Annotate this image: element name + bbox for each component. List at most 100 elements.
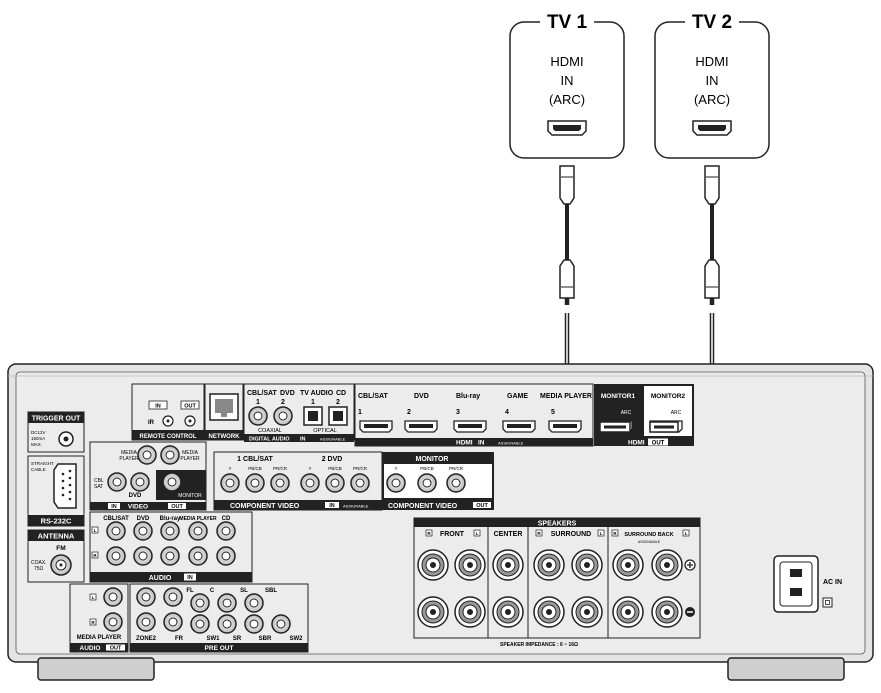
surround-r-plus[interactable] bbox=[533, 549, 565, 581]
hdmi-in-2[interactable]: DVD 2 bbox=[404, 393, 438, 433]
rs232-port[interactable] bbox=[53, 463, 77, 509]
preout-sw2-label: SW2 bbox=[289, 636, 303, 642]
monitor2-arc-label: ARC bbox=[671, 410, 682, 416]
component-in2-label: 2 DVD bbox=[322, 456, 343, 463]
tv2-box: TV 2 HDMI IN (ARC) bbox=[654, 10, 770, 159]
audio-in-l-label: L bbox=[94, 528, 97, 533]
minus-polarity-icon bbox=[685, 607, 695, 617]
coaxial-label: COAXIAL bbox=[258, 428, 282, 434]
sback-l-minus[interactable] bbox=[651, 596, 683, 628]
cable-plug-monitor1 bbox=[599, 421, 631, 433]
right-foot bbox=[727, 657, 845, 681]
hdmi-in-3[interactable]: Blu-ray 3 bbox=[453, 393, 487, 433]
video-label: VIDEO bbox=[128, 504, 148, 511]
front-r-plus[interactable] bbox=[417, 549, 449, 581]
rs232c-label: RS-232C bbox=[41, 517, 72, 526]
component-video-in-section: 1 CBL/SAT 2 DVD Y PB/CB PR/CR Y PB/CB PR… bbox=[213, 451, 383, 511]
video-cbl-label: CBL bbox=[94, 478, 104, 484]
surround-l-plus[interactable] bbox=[571, 549, 603, 581]
preout-c-label: C bbox=[210, 588, 215, 594]
digital-assignable-label: ASSIGNABLE bbox=[320, 437, 346, 442]
comp-pb1-label: PB/CB bbox=[248, 466, 262, 471]
coax-label: COAX. bbox=[31, 560, 47, 566]
network-label: NETWORK bbox=[209, 434, 241, 440]
monitor1-arc-label: ARC bbox=[621, 410, 632, 416]
ac-in-section: AC IN bbox=[773, 555, 842, 613]
tv2-hdmi-port-icon bbox=[692, 120, 732, 136]
hdmi-in-2-num: 2 bbox=[407, 409, 411, 416]
speakers-label: SPEAKERS bbox=[538, 521, 577, 528]
audio-in-col-2: DVD bbox=[137, 516, 150, 522]
video-player2-label: PLAYER bbox=[180, 456, 200, 462]
sback-r-minus[interactable] bbox=[612, 596, 644, 628]
front-r-minus[interactable] bbox=[417, 596, 449, 628]
audio-out-media-label: MEDIA PLAYER bbox=[77, 635, 122, 641]
preout-sr-label: SR bbox=[233, 636, 242, 642]
speaker-impedance-label: SPEAKER IMPEDANCE : 6 ~ 16Ω bbox=[500, 642, 578, 648]
ac-in-label: AC IN bbox=[823, 579, 842, 586]
video-sat-label: SAT bbox=[94, 484, 103, 490]
hdmi-in-label: HDMI bbox=[456, 440, 473, 447]
center-plus[interactable] bbox=[492, 549, 524, 581]
trigger-out-label: TRIGGER OUT bbox=[32, 416, 81, 423]
hdmi-in-4[interactable]: GAME 4 bbox=[502, 393, 536, 433]
surround-r-minus[interactable] bbox=[533, 596, 565, 628]
video-media-label: MEDIA bbox=[121, 450, 138, 456]
preout-sbl-label: SBL bbox=[265, 588, 277, 594]
hdmi-out-section: MONITOR1 MONITOR2 ARC ARC HDMI OUT bbox=[594, 384, 694, 447]
preout-fl-label: FL bbox=[186, 588, 194, 594]
sback-r-plus[interactable] bbox=[612, 549, 644, 581]
remote-control-label: REMOTE CONTROL bbox=[140, 434, 197, 440]
sback-assignable-label: ASSIGNABLE bbox=[638, 540, 661, 544]
component-out-tag: OUT bbox=[476, 503, 488, 509]
hdmi-in-3-num: 3 bbox=[456, 409, 460, 416]
trigger-spec-3: MAX. bbox=[31, 442, 42, 447]
tv2-hdmi-label: HDMI bbox=[695, 54, 728, 69]
tv1-hdmi-label: HDMI bbox=[550, 54, 583, 69]
audio-in-col-3: Blu-ray bbox=[160, 516, 181, 522]
hdmi-in-1-num: 1 bbox=[358, 409, 362, 416]
center-minus[interactable] bbox=[492, 596, 524, 628]
hdmi-assignable-label: ASSIGNABLE bbox=[498, 441, 524, 446]
audio-out-r-label: R bbox=[91, 620, 95, 625]
hdmi-in-3-name: Blu-ray bbox=[456, 393, 480, 400]
plus-polarity-icon bbox=[684, 559, 696, 571]
ir-label: IR bbox=[148, 420, 155, 426]
surround-r-label: R bbox=[537, 531, 541, 536]
monitor1-label: MONITOR1 bbox=[601, 393, 636, 400]
front-l-minus[interactable] bbox=[454, 596, 486, 628]
component-in-tag: IN bbox=[329, 503, 335, 509]
component-video-out-section: MONITOR Y PB/CB PR/CR COMPONENT VIDEO OU… bbox=[382, 452, 494, 510]
hdmi-in-2-name: DVD bbox=[414, 393, 429, 400]
audio-out-section: L R MEDIA PLAYER AUDIO OUT bbox=[69, 583, 129, 653]
sback-l-plus[interactable] bbox=[651, 549, 683, 581]
comp-pb2-label: PB/CB bbox=[328, 466, 342, 471]
component-monitor-label: MONITOR bbox=[416, 456, 449, 463]
video-monitor-label: MONITOR bbox=[178, 493, 202, 499]
audio-out-label: AUDIO bbox=[80, 645, 101, 652]
preout-sw1-label: SW1 bbox=[206, 636, 220, 642]
tv1-in-label: IN bbox=[561, 73, 574, 88]
front-l-plus[interactable] bbox=[454, 549, 486, 581]
component-video-in-label: COMPONENT VIDEO bbox=[230, 503, 300, 510]
ac-inlet[interactable] bbox=[773, 555, 819, 613]
hdmi-in-5[interactable]: MEDIA PLAYER 5 bbox=[540, 393, 592, 433]
audio-in-col-5: CD bbox=[222, 516, 231, 522]
comp-y3-label: Y bbox=[394, 466, 397, 471]
network-section: NETWORK bbox=[204, 383, 244, 441]
audio-in-jacks bbox=[106, 521, 236, 566]
tv1-title: TV 1 bbox=[547, 12, 588, 33]
optical1-num: 1 bbox=[311, 399, 315, 406]
hdmi-in-1[interactable]: CBL/SAT 1 bbox=[358, 393, 393, 433]
surround-l-minus[interactable] bbox=[571, 596, 603, 628]
hdmi-out-label: HDMI bbox=[628, 440, 645, 447]
antenna-section: ANTENNA FM COAX. 75Ω bbox=[27, 529, 85, 583]
hdmi-in-1-name: CBL/SAT bbox=[358, 393, 389, 400]
ohm-label: 75Ω bbox=[34, 566, 44, 572]
sback-r-label: R bbox=[613, 531, 617, 536]
preout-sl-label: SL bbox=[240, 588, 248, 594]
digital-cd-label: CD bbox=[336, 390, 346, 397]
front-l-label: L bbox=[476, 531, 479, 536]
rs232c-section: STRAIGHT CABLE RS-232C bbox=[27, 455, 85, 527]
trigger-out-section: TRIGGER OUT DC12V 150mA MAX. bbox=[27, 411, 85, 453]
